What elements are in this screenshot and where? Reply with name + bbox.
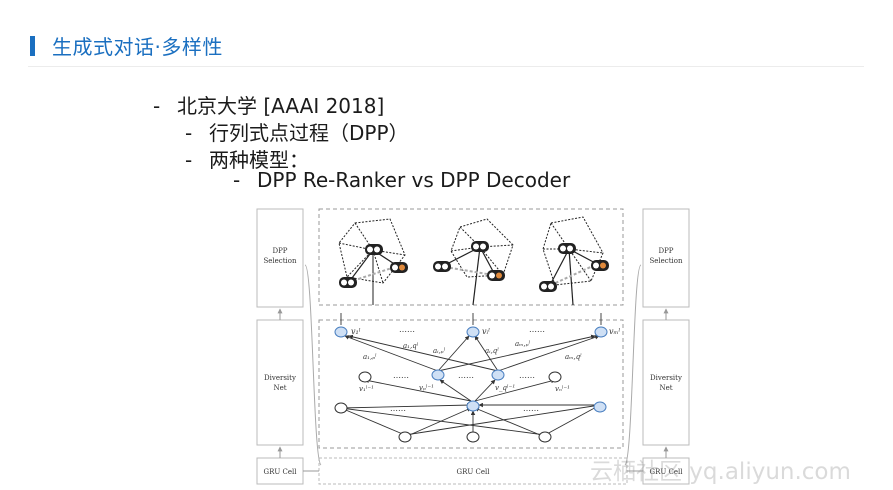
center-gru-label: GRU Cell [457, 468, 491, 476]
bullet-source: -北京大学 [AAAI 2018] [153, 90, 384, 119]
bullet-dash: - [185, 121, 193, 145]
edge-label-a1p: a₁,ₚˡ [363, 353, 377, 361]
node-label-vql-1: v_qˡ⁻¹ [495, 384, 515, 392]
left-dpp-label: DPP [272, 247, 287, 255]
ellipsis: …… [519, 371, 535, 380]
right-gru-label: GRU Cell [650, 468, 684, 476]
bullet-dash: - [185, 148, 193, 172]
title-divider [28, 66, 864, 67]
left-net-label: Net [273, 384, 286, 392]
ellipsis: …… [458, 371, 474, 380]
edge-label-amp: aₘ,ₚˡ [515, 340, 530, 348]
center-gru-cell: GRU Cell [303, 264, 643, 485]
node-label-v1l-1: v₁ˡ⁻¹ [359, 385, 374, 393]
ellipsis: …… [393, 371, 409, 380]
edge-label-amq: aₘ,qˡ [565, 353, 582, 361]
watermark: 云栖社区 yq.aliyun.com [590, 459, 851, 485]
bullet-dpp: -行列式点过程（DPP） [185, 117, 409, 146]
ellipsis: …… [529, 325, 545, 334]
middle-layer-nodes [358, 369, 562, 383]
bullet-text: 两种模型： [209, 148, 309, 172]
diversity-net-panel: v₁ˡ vᵢˡ vₘˡ …… …… a₁,ₚˡ a₁,qˡ aᵢ,ₚˡ aᵢ,q… [318, 313, 624, 449]
bullet-text: 行列式点过程（DPP） [209, 121, 409, 145]
bullet-dash: - [153, 94, 161, 118]
edge-label-a1q: a₁,qˡ [403, 342, 419, 350]
token-pair-icon [433, 241, 505, 281]
node-label-vil: vᵢˡ [482, 327, 490, 336]
node-label-vpl-1: vₚˡ⁻¹ [419, 384, 434, 392]
right-net-label: Net [659, 384, 672, 392]
top-layer-nodes [334, 326, 608, 338]
right-dpp-label: DPP [658, 247, 673, 255]
right-diversity-label: Diversity [650, 374, 682, 382]
left-gru-label: GRU Cell [264, 468, 298, 476]
node-label-vnl-1: vₙˡ⁻¹ [555, 385, 570, 393]
bullet-two-models: -两种模型： [185, 144, 309, 173]
token-pair-icon [539, 243, 609, 292]
node-label-vml: vₘˡ [609, 327, 620, 336]
edge-label-aip: aᵢ,ₚˡ [433, 347, 446, 355]
bullet-dash: - [233, 168, 241, 192]
right-column: DPP Selection Diversity Net GRU Cell [642, 208, 690, 485]
title-accent-bar [30, 36, 35, 56]
bullet-text: 北京大学 [AAAI 2018] [177, 94, 385, 118]
dpp-decoder-figure: DPP Selection Diversity Net GRU Cell DPP… [256, 208, 690, 485]
dpp-selection-panel [318, 208, 624, 306]
node-label-v1l: v₁ˡ [351, 327, 361, 336]
bullet-text: DPP Re-Ranker vs DPP Decoder [257, 168, 571, 192]
left-diversity-label: Diversity [264, 374, 296, 382]
edge-label-aiq: aᵢ,qˡ [485, 347, 499, 355]
left-selection-label: Selection [263, 257, 297, 265]
ellipsis: …… [523, 404, 539, 413]
token-pair-icon [339, 244, 408, 288]
ellipsis: …… [390, 404, 406, 413]
left-column: DPP Selection Diversity Net GRU Cell [256, 208, 304, 485]
lower-layer-nodes [334, 400, 607, 443]
slide-title: 生成式对话·多样性 [52, 35, 223, 59]
right-selection-label: Selection [649, 257, 683, 265]
bullet-reranker-vs-decoder: -DPP Re-Ranker vs DPP Decoder [233, 168, 570, 192]
ellipsis: …… [399, 325, 415, 334]
